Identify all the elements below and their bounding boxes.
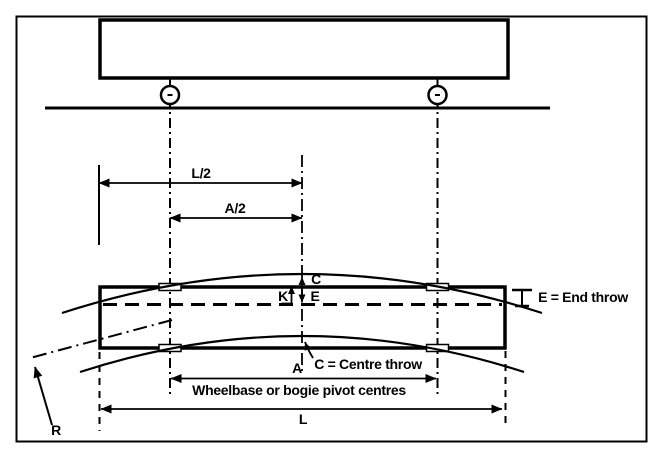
label-centre-throw-legend: C = Centre throw: [314, 356, 422, 372]
label-radius-symbol: R: [51, 422, 61, 438]
label-c-symbol: C: [311, 271, 321, 287]
label-k-symbol: K: [278, 288, 288, 304]
vehicle-body-side-view: [98, 18, 510, 80]
centre-throw-callout-arrow: [304, 341, 314, 359]
label-e-symbol: E: [310, 288, 320, 304]
radius-arrow: [33, 366, 53, 426]
label-l-symbol: L: [298, 411, 308, 427]
label-wheelbase-caption: Wheelbase or bogie pivot centres: [192, 382, 406, 398]
label-a-symbol: A: [292, 360, 302, 376]
label-a-half: A/2: [224, 200, 246, 216]
label-l-half: L/2: [191, 165, 211, 181]
figure-border: [15, 15, 648, 443]
outer-swept-arc: [61, 272, 543, 315]
inner-swept-arc: [79, 334, 525, 374]
label-end-throw-legend: E = End throw: [538, 289, 628, 305]
